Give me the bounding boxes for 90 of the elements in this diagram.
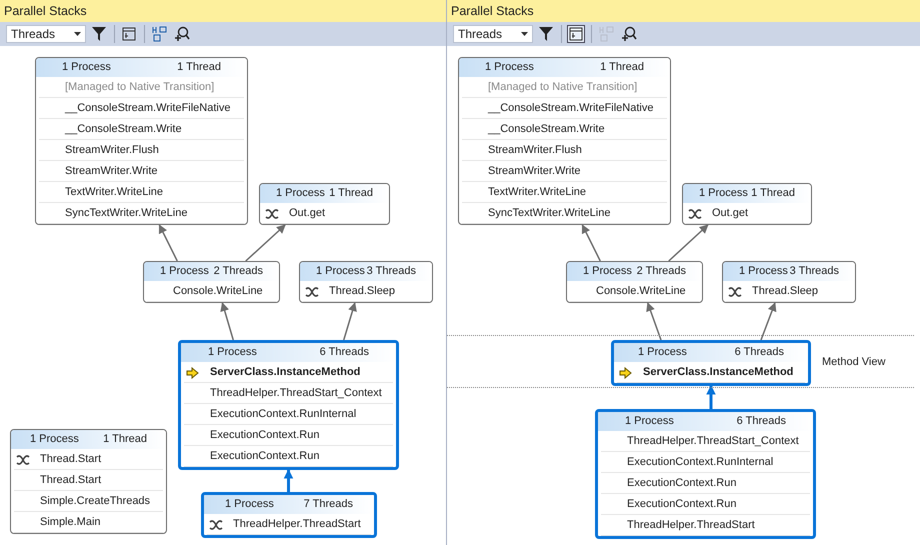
arrow [646,302,662,340]
stack-frame: Thread.Sleep [329,285,396,297]
stack-frame: ExecutionContext.Run [627,477,736,489]
stack-frame: TextWriter.WriteLine [65,186,164,198]
stack-frame: Console.WriteLine [596,285,686,297]
arrow [668,224,709,262]
stack-frame: ThreadHelper.ThreadStart_Context [210,387,382,399]
window-title: Parallel Stacks [451,4,534,18]
process-count: 1 Process [316,265,365,277]
stack-frame: Thread.Start [40,453,102,465]
stack-box [259,183,390,225]
stack-frame: Thread.Sleep [752,285,818,297]
stack-frame: TextWriter.WriteLine [488,186,586,198]
thread-count: 7 Threads [304,498,353,510]
process-count: 1 Process [160,265,209,277]
stack-frame: [Managed to Native Transition] [488,81,638,93]
stack-frame: __ConsoleStream.Write [65,123,182,135]
thread-count: 1 Thread [177,61,221,73]
thread-count: 6 Threads [736,415,786,427]
stack-frame: ExecutionContext.Run [210,429,320,441]
arrow [760,302,776,340]
stack-box [178,340,399,470]
thread-count: 1 Thread [751,187,795,199]
arrow [220,302,234,340]
thread-count: 1 Thread [600,61,644,73]
stack-frame: ThreadHelper.ThreadStart [627,519,755,531]
window-title: Parallel Stacks [4,4,87,18]
stack-box [566,261,703,303]
thread-count: 6 Threads [320,346,369,358]
process-count: 1 Process [62,61,111,73]
stack-box [611,340,811,386]
stack-frame: SyncTextWriter.WriteLine [65,207,188,219]
process-count: 1 Process [485,61,534,73]
threads-dropdown: Threads [453,25,533,43]
stack-box [35,57,248,225]
arrow [706,385,716,409]
stack-frame: Simple.CreateThreads [40,495,150,507]
process-count: 1 Process [30,433,79,445]
arrow [343,302,357,340]
arrow [245,224,286,262]
thread-count: 6 Threads [734,346,784,358]
stack-frame: ExecutionContext.Run [627,498,736,510]
stack-box [299,261,433,303]
view-label: Method View [822,356,886,368]
stack-frame: StreamWriter.Write [65,165,158,177]
process-count: 1 Process [625,415,674,427]
stack-frame: ExecutionContext.RunInternal [627,456,774,468]
process-count: 1 Process [638,346,687,358]
stack-frame: [Managed to Native Transition] [65,81,214,93]
process-count: 1 Process [276,187,325,199]
stack-frame: __ConsoleStream.WriteFileNative [488,102,654,114]
thread-count: 1 Thread [103,433,147,445]
stack-frame: StreamWriter.Flush [65,144,159,156]
arrow [284,469,294,492]
process-count: 1 Process [208,346,257,358]
stack-frame: Thread.Start [40,474,102,486]
stack-box [682,183,812,225]
stack-frame: ServerClass.InstanceMethod [210,366,360,378]
thread-count: 2 Threads [214,265,263,277]
stack-frame: Out.get [289,207,326,219]
arrow [158,224,178,262]
process-count: 1 Process [225,498,274,510]
stack-frame: __ConsoleStream.WriteFileNative [65,102,230,114]
thread-count: 3 Threads [790,265,839,277]
stack-frame: ServerClass.InstanceMethod [643,366,794,378]
stack-frame: StreamWriter.Flush [488,144,582,156]
stack-frame: ExecutionContext.RunInternal [210,408,356,420]
stack-box [595,409,816,539]
stack-frame: Out.get [712,207,748,219]
thread-count: 1 Thread [329,187,373,199]
stack-frame: Console.WriteLine [173,285,263,297]
stack-box [722,261,856,303]
arrow [582,224,601,262]
stack-frame: ThreadHelper.ThreadStart_Context [627,435,799,447]
threads-dropdown: Threads [6,25,86,43]
stack-frame: Simple.Main [40,516,101,528]
stack-frame: __ConsoleStream.Write [488,123,605,135]
process-count: 1 Process [699,187,748,199]
stack-frame: SyncTextWriter.WriteLine [488,207,610,219]
process-count: 1 Process [583,265,632,277]
stack-frame: ExecutionContext.Run [210,450,320,462]
stack-box [10,429,167,534]
stack-frame: ThreadHelper.ThreadStart [233,518,361,530]
stack-box [201,492,377,538]
process-count: 1 Process [739,265,788,277]
stack-box [458,57,671,225]
thread-count: 2 Threads [636,265,686,277]
thread-count: 3 Threads [366,265,416,277]
stack-frame: StreamWriter.Write [488,165,580,177]
stack-box [143,261,280,303]
